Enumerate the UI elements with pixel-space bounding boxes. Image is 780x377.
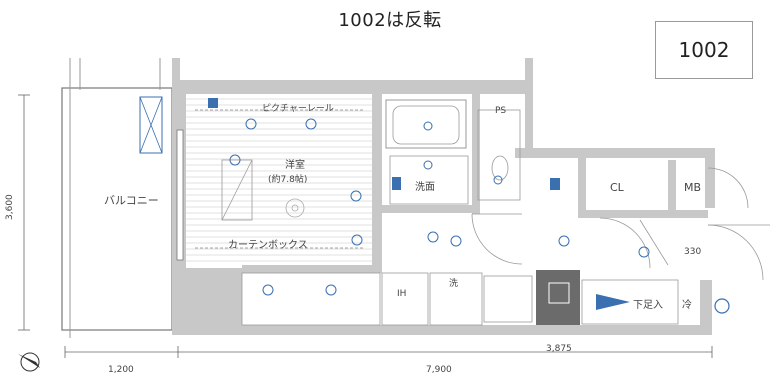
label-mb: MB: [684, 181, 701, 194]
label-closet: CL: [610, 181, 625, 194]
toilet-room: [477, 109, 521, 201]
label-western: 洋室: [285, 158, 305, 171]
label-balcony: バルコニー: [104, 194, 159, 207]
balcony-window: [176, 129, 184, 261]
dim-left: 3,600: [5, 194, 15, 220]
western-room: [186, 94, 372, 266]
dimension-lines: [18, 94, 713, 358]
pipe-space: [536, 270, 580, 325]
dim-bottom-left: 1,200: [108, 365, 134, 375]
device-symbols: [208, 98, 730, 314]
label-curtain-box: カーテンボックス: [228, 239, 308, 251]
doors: [471, 167, 770, 281]
floor-note: 1002は反転: [338, 10, 442, 31]
washroom: [389, 155, 469, 205]
kitchen-sink: [429, 272, 483, 326]
label-ps: PS: [495, 106, 506, 116]
bathtub: [392, 105, 460, 145]
label-washer-tag: 洗: [449, 277, 458, 289]
lower-rooms: [241, 272, 679, 326]
unit-number-box: 1002: [655, 21, 753, 79]
label-fridge-tag: 冷: [682, 298, 692, 311]
dim-bottom-right: 3,875: [546, 344, 572, 354]
entrance-shoes-icon: [596, 294, 630, 310]
kitchen-ih: [381, 272, 429, 326]
balcony: [61, 58, 173, 338]
dim-right-small: 330: [684, 247, 701, 257]
dim-bottom-mid: 7,900: [426, 365, 452, 375]
label-picture-rail: ピクチャーレール: [262, 103, 334, 114]
label-entrance: 下足入: [633, 299, 663, 311]
label-washroom: 洗面: [415, 181, 435, 193]
label-ih: IH: [397, 289, 406, 299]
storage-closet: [241, 272, 381, 326]
toilet-icon: [491, 155, 509, 181]
unit-number: 1002: [678, 38, 730, 62]
walls: [172, 58, 715, 335]
fridge-space: [483, 275, 533, 323]
label-western-size: (約7.8帖): [268, 173, 307, 185]
room-labels: バルコニー 洋室 (約7.8帖) ピクチャーレール カーテンボックス 洗面 CL…: [5, 103, 701, 375]
compass-north-icon: [18, 352, 40, 372]
bathroom: [385, 99, 521, 205]
